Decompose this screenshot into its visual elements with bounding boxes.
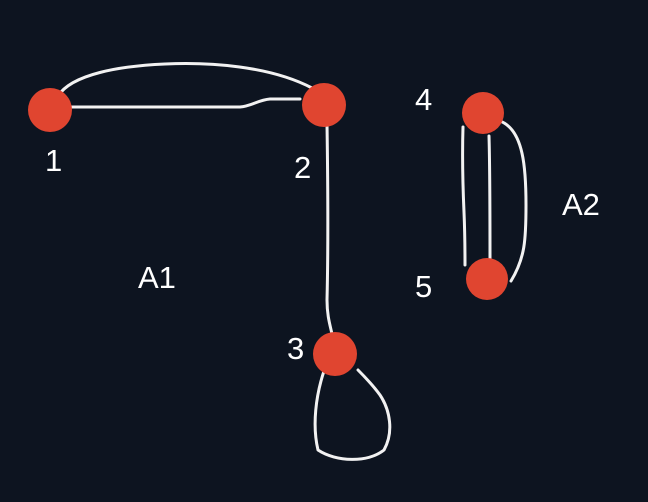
edge-3-3-loop — [313, 368, 392, 461]
node-label-3: 3 — [287, 331, 304, 366]
edge-2-3 — [325, 122, 335, 342]
node-2[interactable] — [302, 83, 346, 127]
edge-1-2-arc — [56, 62, 314, 98]
node-label-5: 5 — [415, 269, 432, 304]
node-label-4: 4 — [415, 82, 432, 117]
edge-4-5-arc — [498, 119, 528, 283]
node-3[interactable] — [313, 332, 357, 376]
edge-4-5-left — [461, 125, 467, 267]
node-1[interactable] — [28, 88, 72, 132]
component-label-a2: A2 — [562, 187, 600, 222]
node-4[interactable] — [462, 92, 504, 134]
edge-4-5-middle — [487, 134, 492, 264]
component-label-a1: A1 — [138, 260, 176, 295]
node-label-1: 1 — [45, 143, 62, 178]
node-5[interactable] — [466, 258, 508, 300]
node-label-2: 2 — [294, 150, 311, 185]
edge-1-2-line — [68, 97, 302, 109]
